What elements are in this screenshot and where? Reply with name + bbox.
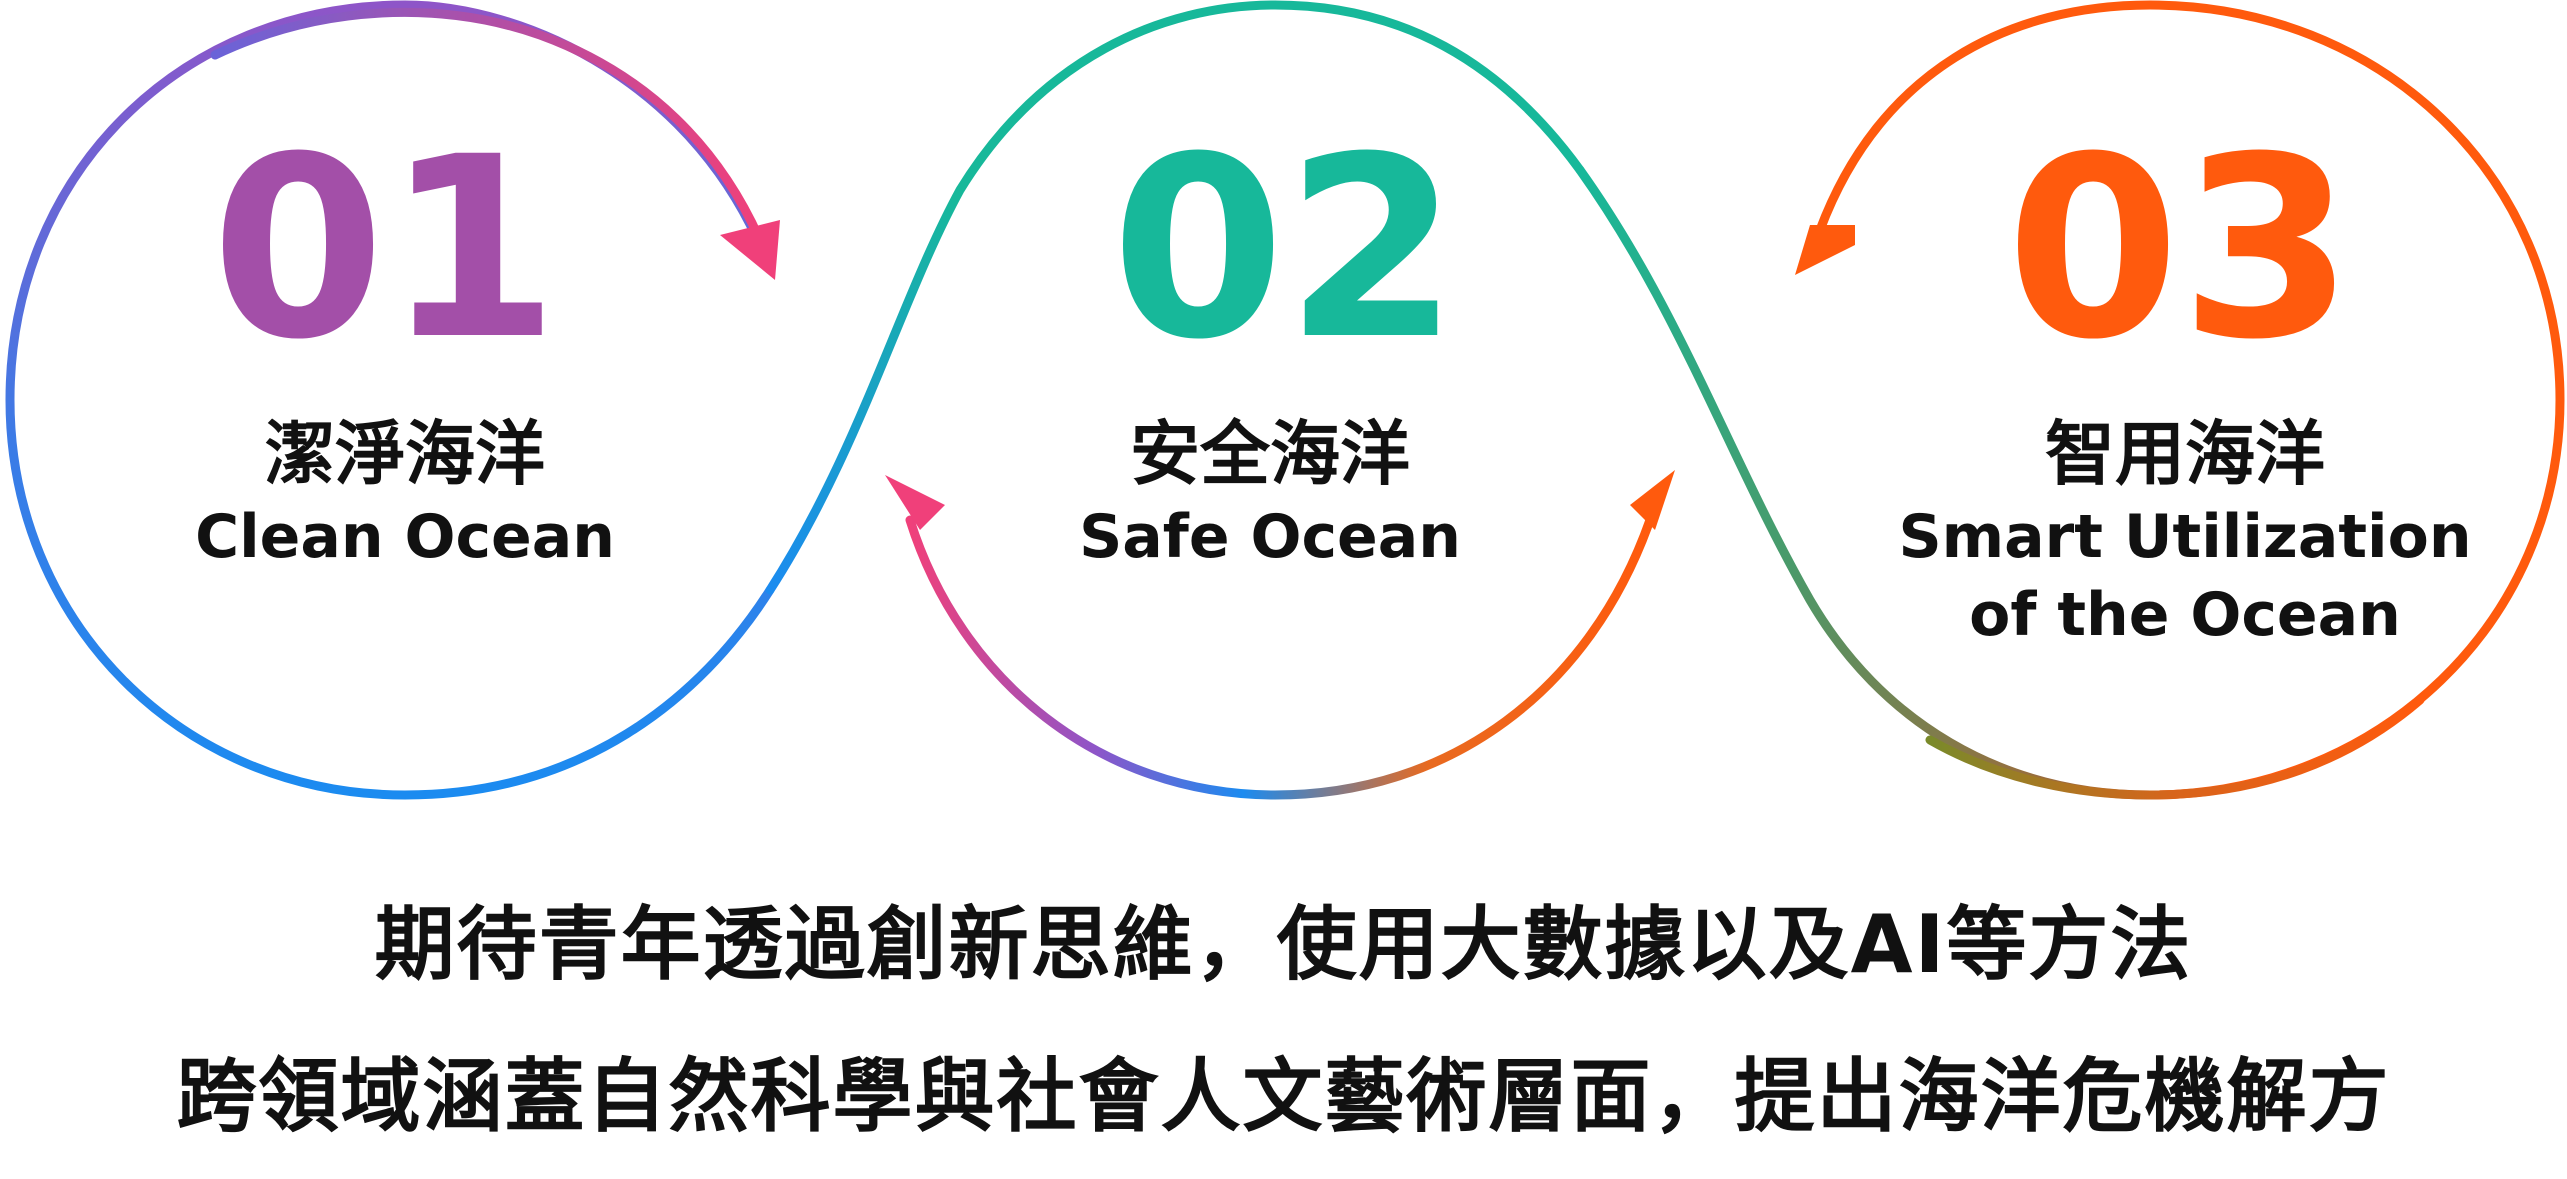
arrowhead-icon — [1630, 470, 1675, 530]
step-3-title-en: Smart Utilization — [1898, 502, 2471, 572]
arrowhead-icon — [885, 475, 945, 530]
step-3-title-zh: 智用海洋 — [2045, 413, 2325, 495]
description-line-1: 期待青年透過創新思維，使用大數據以及AI等方法 — [374, 898, 2193, 991]
inner-bottom-arc — [905, 515, 1655, 800]
left-circle-top-arc — [210, 7, 765, 245]
step-2-number: 02 — [1111, 103, 1459, 394]
step-2-title-zh: 安全海洋 — [1130, 413, 1410, 495]
step-2-title-en: Safe Ocean — [1079, 502, 1461, 572]
arrowhead-icon — [1795, 225, 1855, 275]
step-1-title-zh: 潔淨海洋 — [265, 413, 545, 495]
step-3-title-en-line2: of the Ocean — [1969, 580, 2401, 650]
step-1-title-en: Clean Ocean — [195, 502, 615, 572]
arrowhead-icon — [720, 220, 780, 280]
right-circle-arc — [1815, 0, 2565, 800]
wave-upstroke — [765, 0, 1585, 595]
description-line-2: 跨領域涵蓋自然科學與社會人文藝術層面，提出海洋危機解方 — [176, 1050, 2391, 1143]
step-1-number: 01 — [211, 103, 559, 394]
right-circle-bottom-arc — [1925, 695, 2425, 800]
step-3-number: 03 — [2006, 103, 2354, 394]
